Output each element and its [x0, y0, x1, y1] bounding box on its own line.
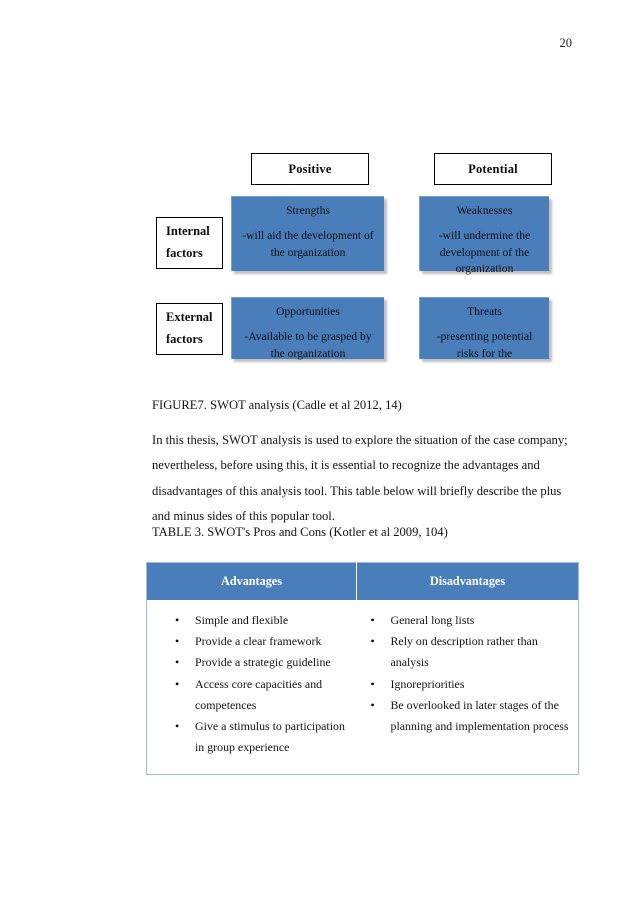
figure-header-positive: Positive [251, 153, 369, 185]
table-row: Simple and flexibleProvide a clear frame… [146, 600, 579, 775]
table-body: Simple and flexibleProvide a clear frame… [146, 600, 579, 775]
table-header: Advantages Disadvantages [146, 562, 579, 600]
body-paragraph: In this thesis, SWOT analysis is used to… [152, 433, 568, 524]
side-label-external-line2: factors [166, 332, 203, 346]
list-item: Be overlooked in later stages of the pla… [371, 695, 573, 737]
swot-quadrant-weaknesses: Weaknesses -will undermine the developme… [419, 196, 549, 275]
quadrant-threats-title: Threats [467, 305, 502, 318]
table-column-advantages: Advantages [146, 562, 357, 600]
pros-cons-table: Advantages Disadvantages Simple and flex… [146, 562, 579, 776]
side-label-internal-line1: Internal [166, 224, 210, 239]
list-item: Provide a strategic guideline [175, 652, 351, 674]
disadvantages-list: General long listsRely on description ra… [363, 610, 573, 737]
swot-quadrant-strengths: Strengths -will aid the development of t… [231, 196, 384, 271]
quadrant-weaknesses-body: -will undermine the development of the o… [438, 229, 531, 276]
quadrant-weaknesses-title: Weaknesses [456, 204, 513, 217]
list-item: Access core capacities and competences [175, 674, 351, 716]
figure-side-label-internal: Internal factors [156, 217, 223, 269]
list-item: Give a stimulus to participation in grou… [175, 716, 351, 758]
advantages-list: Simple and flexibleProvide a clear frame… [153, 610, 351, 758]
figure-header-positive-label: Positive [288, 161, 332, 176]
table-header-row: Advantages Disadvantages [146, 562, 579, 600]
swot-figure: Positive Potential Internal factors Exte… [0, 0, 638, 380]
page-number: 20 [559, 36, 573, 50]
figure-header-potential: Potential [434, 153, 552, 185]
quadrant-opportunities-body: -Available to be grasped by the organiza… [244, 330, 372, 360]
side-label-external-line1: External [166, 310, 213, 325]
table-cell-advantages: Simple and flexibleProvide a clear frame… [146, 600, 357, 775]
list-item: Rely on description rather than analysis [371, 631, 573, 673]
figure-header-potential-label: Potential [468, 161, 518, 176]
list-item: General long lists [371, 610, 573, 632]
table-column-disadvantages: Disadvantages [356, 562, 579, 600]
swot-quadrant-opportunities: Opportunities -Available to be grasped b… [231, 297, 384, 360]
list-item: Simple and flexible [175, 610, 351, 632]
list-item: Provide a clear framework [175, 631, 351, 653]
side-label-internal-line2: factors [166, 246, 203, 260]
quadrant-opportunities-title: Opportunities [276, 305, 340, 318]
quadrant-strengths-title: Strengths [286, 204, 330, 217]
swot-quadrant-threats: Threats -presenting potential risks for … [419, 297, 549, 360]
figure-side-label-external: External factors [156, 303, 223, 355]
table-cell-disadvantages: General long listsRely on description ra… [356, 600, 579, 775]
figure-caption: FIGURE7. SWOT analysis (Cadle et al 2012… [152, 398, 402, 412]
quadrant-strengths-body: -will aid the development of the organiz… [242, 229, 374, 259]
table-caption: TABLE 3. SWOT's Pros and Cons (Kotler et… [152, 525, 448, 539]
quadrant-threats-body: -presenting potential risks for the [436, 330, 533, 360]
list-item: Ignorepriorities [371, 674, 573, 696]
